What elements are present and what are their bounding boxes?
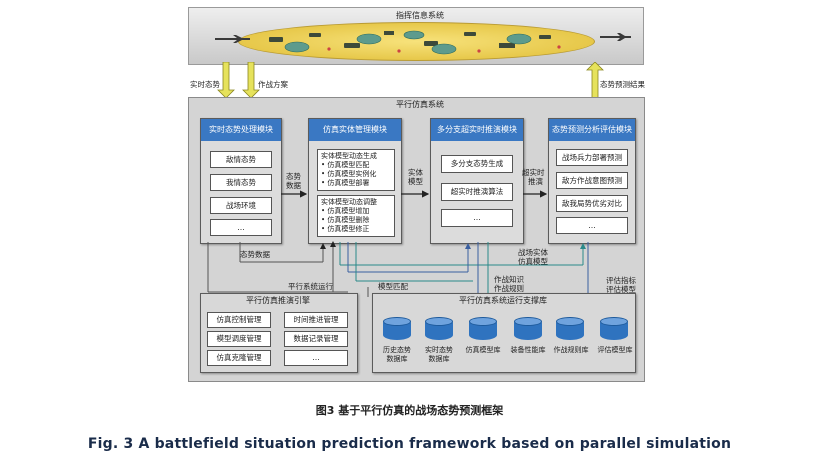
module1-title: 实时态势处理模块 <box>201 119 281 141</box>
module2-title: 仿真实体管理模块 <box>309 119 401 141</box>
db-label-line: 装备性能库 <box>510 346 546 354</box>
engine-title: 平行仿真推演引擎 <box>246 296 310 305</box>
edge-label: 平行系统运行 <box>288 282 333 291</box>
command-system-title: 指挥信息系统 <box>396 11 444 20</box>
module3-item: 多分支态势生成 <box>441 155 513 173</box>
battlefield-units-icon <box>269 30 561 55</box>
db-label-line: 实时态势 <box>425 346 453 354</box>
db-label-line: 评估模型库 <box>597 346 633 354</box>
edge-label: 模型 <box>408 177 423 186</box>
list-line: • 仿真模型实例化 <box>321 170 377 178</box>
list-line: • 仿真模型修正 <box>321 225 370 233</box>
edge-label: 态势 <box>286 172 301 181</box>
figure-caption-cn: 图3 基于平行仿真的战场态势预测框架 <box>315 404 504 417</box>
engine-item: 仿真控制管理 <box>207 312 271 328</box>
db-label: 装备性能库 <box>505 346 551 355</box>
edge-label: 数据 <box>286 181 301 190</box>
edge-label: 推演 <box>528 177 543 186</box>
database-icon <box>600 317 628 340</box>
module4-item: 战场兵力部署预测 <box>556 149 628 166</box>
engine-item: 数据记录管理 <box>284 331 348 347</box>
module4-title: 态势预测分析评估模块 <box>549 119 635 141</box>
edge-label: 模型匹配 <box>378 282 408 291</box>
db-label-line: 数据库 <box>428 355 450 363</box>
module2-group-generation: 实体模型动态生成 • 仿真模型匹配 • 仿真模型实例化 • 仿真模型部署 <box>317 149 395 191</box>
engine-item: 模型调度管理 <box>207 331 271 347</box>
module-prediction-evaluation: 态势预测分析评估模块 战场兵力部署预测 敌方作战意图预测 敌我局势优劣对比 … <box>548 118 636 244</box>
database-icon <box>556 317 584 340</box>
module4-item: 敌我局势优劣对比 <box>556 195 628 212</box>
db-label-line: 作战规则库 <box>553 346 589 354</box>
edge-label: 评估模型 <box>606 285 636 294</box>
module1-item: 我情态势 <box>210 174 272 191</box>
db-label: 实时态势数据库 <box>418 346 460 364</box>
list-line: • 仿真模型匹配 <box>321 161 370 169</box>
aircraft-icons <box>215 33 631 43</box>
module1-item: … <box>210 219 272 236</box>
engine-item: 仿真克隆管理 <box>207 350 271 366</box>
module1-item: 敌情态势 <box>210 151 272 168</box>
label-combat-plan: 作战方案 <box>258 80 288 89</box>
edge-label: 评估指标 <box>606 276 636 285</box>
list-line: • 仿真模型部署 <box>321 179 370 187</box>
module2-group-adjustment: 实体模型动态调整 • 仿真模型增加 • 仿真模型删除 • 仿真模型修正 <box>317 195 395 237</box>
edge-label: 作战知识 <box>494 275 524 284</box>
edge-label: 态势数据 <box>240 250 270 259</box>
list-line: • 仿真模型删除 <box>321 216 370 224</box>
label-realtime-situation: 实时态势 <box>190 80 220 89</box>
library-title: 平行仿真系统运行支撑库 <box>459 296 547 305</box>
db-label: 评估模型库 <box>592 346 638 355</box>
module-entity-management: 仿真实体管理模块 实体模型动态生成 • 仿真模型匹配 • 仿真模型实例化 • 仿… <box>308 118 402 244</box>
module4-item: … <box>556 217 628 234</box>
module3-item: 超实时推演算法 <box>441 183 513 201</box>
edge-label: 作战规则 <box>494 284 524 293</box>
list-line: • 仿真模型增加 <box>321 207 370 215</box>
module-realtime-processing: 实时态势处理模块 敌情态势 我情态势 战场环境 … <box>200 118 282 244</box>
engine-item: 时间推进管理 <box>284 312 348 328</box>
db-label: 历史态势数据库 <box>376 346 418 364</box>
support-library <box>372 293 636 373</box>
database-icon <box>469 317 497 340</box>
list-line: 实体模型动态调整 <box>321 198 377 206</box>
database-icon <box>514 317 542 340</box>
edge-label: 超实时 <box>522 168 545 177</box>
battlefield-ellipse-image <box>238 22 595 61</box>
engine-item: … <box>284 350 348 366</box>
database-icon <box>383 317 411 340</box>
module4-item: 敌方作战意图预测 <box>556 172 628 189</box>
parallel-system-title: 平行仿真系统 <box>396 100 444 109</box>
figure-caption-en: Fig. 3 A battlefield situation predictio… <box>87 436 732 452</box>
edge-label: 仿真模型 <box>518 257 548 266</box>
db-label-line: 仿真模型库 <box>465 346 501 354</box>
edge-label: 实体 <box>408 168 423 177</box>
label-prediction-result: 态势预测结果 <box>600 80 645 89</box>
top-arrows <box>217 62 604 98</box>
module3-item: … <box>441 209 513 227</box>
db-label: 作战规则库 <box>548 346 594 355</box>
module-multi-branch-deduction: 多分支超实时推演模块 多分支态势生成 超实时推演算法 … <box>430 118 524 244</box>
list-line: 实体模型动态生成 <box>321 152 377 160</box>
edge-label: 战场实体 <box>518 248 548 257</box>
module3-title: 多分支超实时推演模块 <box>431 119 523 141</box>
db-label: 仿真模型库 <box>460 346 506 355</box>
module1-item: 战场环境 <box>210 197 272 214</box>
db-label-line: 历史态势 <box>383 346 411 354</box>
database-icon <box>425 317 453 340</box>
db-label-line: 数据库 <box>386 355 408 363</box>
